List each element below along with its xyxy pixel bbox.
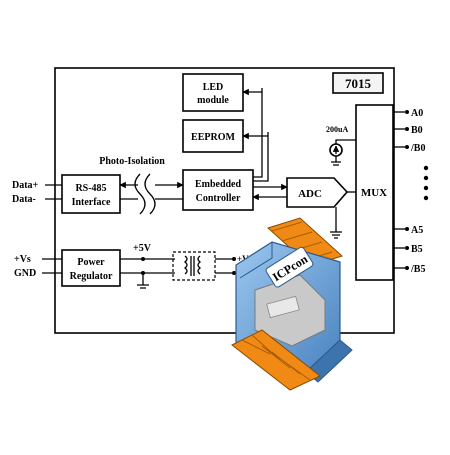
led-module-block bbox=[182, 73, 244, 112]
power-label-1: Power bbox=[77, 257, 105, 268]
controller-label-1: Embedded bbox=[195, 179, 242, 190]
data-minus-label: Data- bbox=[12, 194, 36, 205]
plus-v-label: +V bbox=[237, 254, 249, 264]
port-a5: A5 bbox=[411, 225, 423, 236]
rs485-label-2: Interface bbox=[72, 197, 111, 208]
current-source-label: 200uA bbox=[326, 125, 348, 134]
port-nb5: /B5 bbox=[410, 264, 425, 275]
power-regulator-block bbox=[61, 249, 121, 287]
adc-block bbox=[286, 177, 349, 208]
power-label-2: Regulator bbox=[70, 271, 113, 282]
eeprom-block bbox=[182, 119, 244, 153]
port-b0: B0 bbox=[411, 125, 423, 136]
led-module-label-1: LED bbox=[203, 82, 224, 93]
port-nb0: /B0 bbox=[410, 143, 425, 154]
photo-isolation-label: Photo-Isolation bbox=[99, 156, 165, 167]
data-plus-label: Data+ bbox=[12, 180, 39, 191]
photo-isolation-symbol bbox=[134, 173, 156, 215]
rs485-block bbox=[61, 174, 121, 214]
plus5v-label: +5V bbox=[133, 243, 152, 254]
mux-ports bbox=[393, 110, 409, 270]
gnd-label: GND bbox=[14, 268, 36, 279]
eeprom-label: EEPROM bbox=[191, 132, 235, 143]
controller-label-2: Controller bbox=[196, 193, 241, 204]
mux-label: MUX bbox=[361, 187, 387, 199]
port-ellipsis bbox=[423, 165, 429, 201]
adc-label: ADC bbox=[298, 188, 322, 200]
dcdc-converter bbox=[172, 251, 216, 281]
port-a0: A0 bbox=[411, 108, 423, 119]
device-photo: ICPcon bbox=[231, 217, 353, 391]
rs485-label-1: RS-485 bbox=[75, 183, 106, 194]
model-label-box bbox=[332, 72, 384, 94]
vs-label: +Vs bbox=[14, 254, 31, 265]
port-b5: B5 bbox=[411, 244, 423, 255]
led-module-label-2: module bbox=[197, 95, 229, 106]
model-label: 7015 bbox=[345, 76, 372, 91]
controller-block bbox=[182, 169, 254, 211]
bottom-terminal-block bbox=[231, 329, 321, 391]
